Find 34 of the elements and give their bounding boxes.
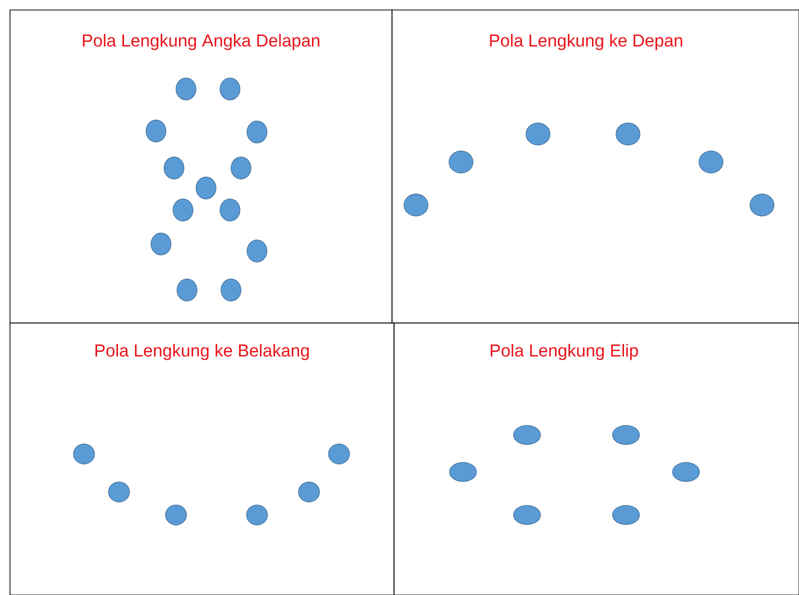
dot (146, 120, 166, 142)
dot (196, 176, 216, 200)
dot (513, 425, 541, 445)
dot (698, 150, 724, 174)
dot (404, 194, 428, 216)
dot (526, 122, 550, 146)
panel: Pola Lengkung Angka Delapan (10, 10, 392, 324)
dot (220, 278, 242, 302)
dot (448, 150, 474, 174)
dot (230, 156, 252, 180)
dot (246, 120, 268, 144)
dot (220, 198, 240, 222)
dot (176, 78, 196, 100)
panel: Pola Lengkung Elip (394, 322, 799, 595)
dot (612, 425, 640, 445)
dot (298, 482, 320, 502)
dot (108, 482, 130, 502)
dot (513, 505, 541, 525)
dot (164, 156, 184, 180)
dot (220, 78, 240, 100)
dot (73, 444, 95, 464)
dot (172, 198, 194, 222)
dot (246, 504, 268, 526)
dot (150, 232, 172, 256)
dot (449, 462, 477, 482)
dot (165, 504, 187, 526)
panel: Pola Lengkung ke Belakang (10, 322, 394, 595)
dot (246, 240, 268, 262)
dot (612, 505, 640, 525)
dot (328, 444, 350, 464)
dot (750, 194, 774, 216)
dot (672, 462, 700, 482)
dot (176, 278, 198, 302)
dot (616, 122, 640, 146)
